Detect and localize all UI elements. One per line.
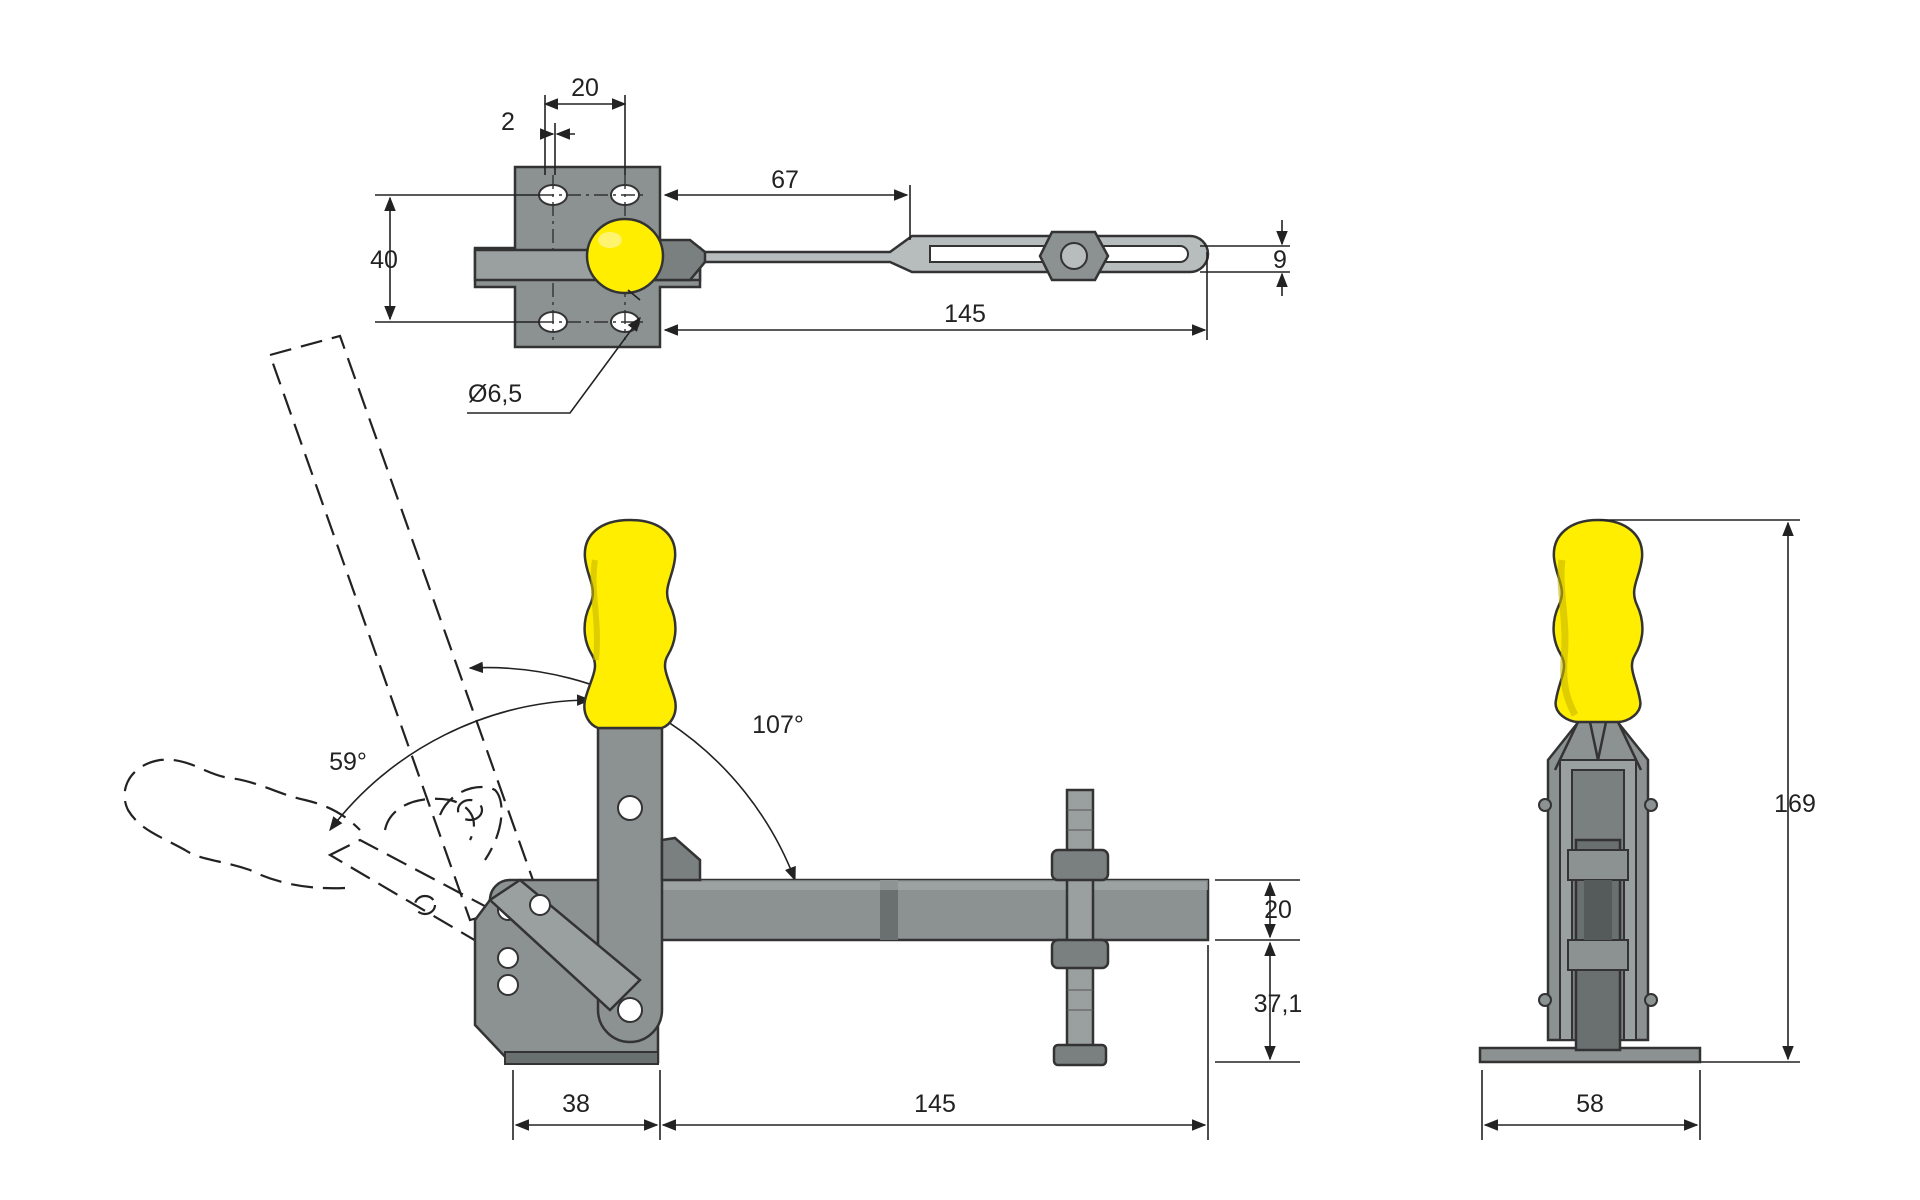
- dim-side-37-1: 37,1: [1254, 990, 1303, 1018]
- dim-side-20: 20: [1264, 896, 1292, 924]
- front-view: 169 58: [1478, 518, 1816, 1140]
- ghost-handle-raised: [268, 334, 542, 922]
- dim-top-67: 67: [771, 166, 799, 194]
- dim-top-145: 145: [944, 300, 986, 328]
- dim-front-58: 58: [1576, 1090, 1604, 1118]
- side-upper-nut: [1050, 848, 1110, 882]
- dim-top-40: 40: [370, 246, 398, 274]
- dim-side-38: 38: [562, 1090, 590, 1118]
- dim-front-169: 169: [1774, 790, 1816, 818]
- dim-hole-diameter: Ø6,5: [468, 380, 522, 408]
- angle-label-107: 107°: [752, 711, 804, 739]
- dim-top-2: 2: [501, 108, 515, 136]
- top-view: 20 2 40 67 145 9 Ø6,5: [370, 74, 1290, 414]
- side-link: [487, 878, 642, 1012]
- side-lower-nut: [1050, 938, 1110, 970]
- dim-top-20: 20: [571, 74, 599, 102]
- side-view: 107° 59°: [123, 334, 1303, 1140]
- dim-top-9: 9: [1273, 246, 1287, 274]
- top-handle-knob: [585, 217, 665, 295]
- side-spindle: [1065, 788, 1095, 1062]
- side-bolt-head: [1052, 1043, 1108, 1067]
- angle-label-59: 59°: [329, 748, 367, 776]
- angle-arc-59: [329, 694, 592, 832]
- dim-side-145: 145: [914, 1090, 956, 1118]
